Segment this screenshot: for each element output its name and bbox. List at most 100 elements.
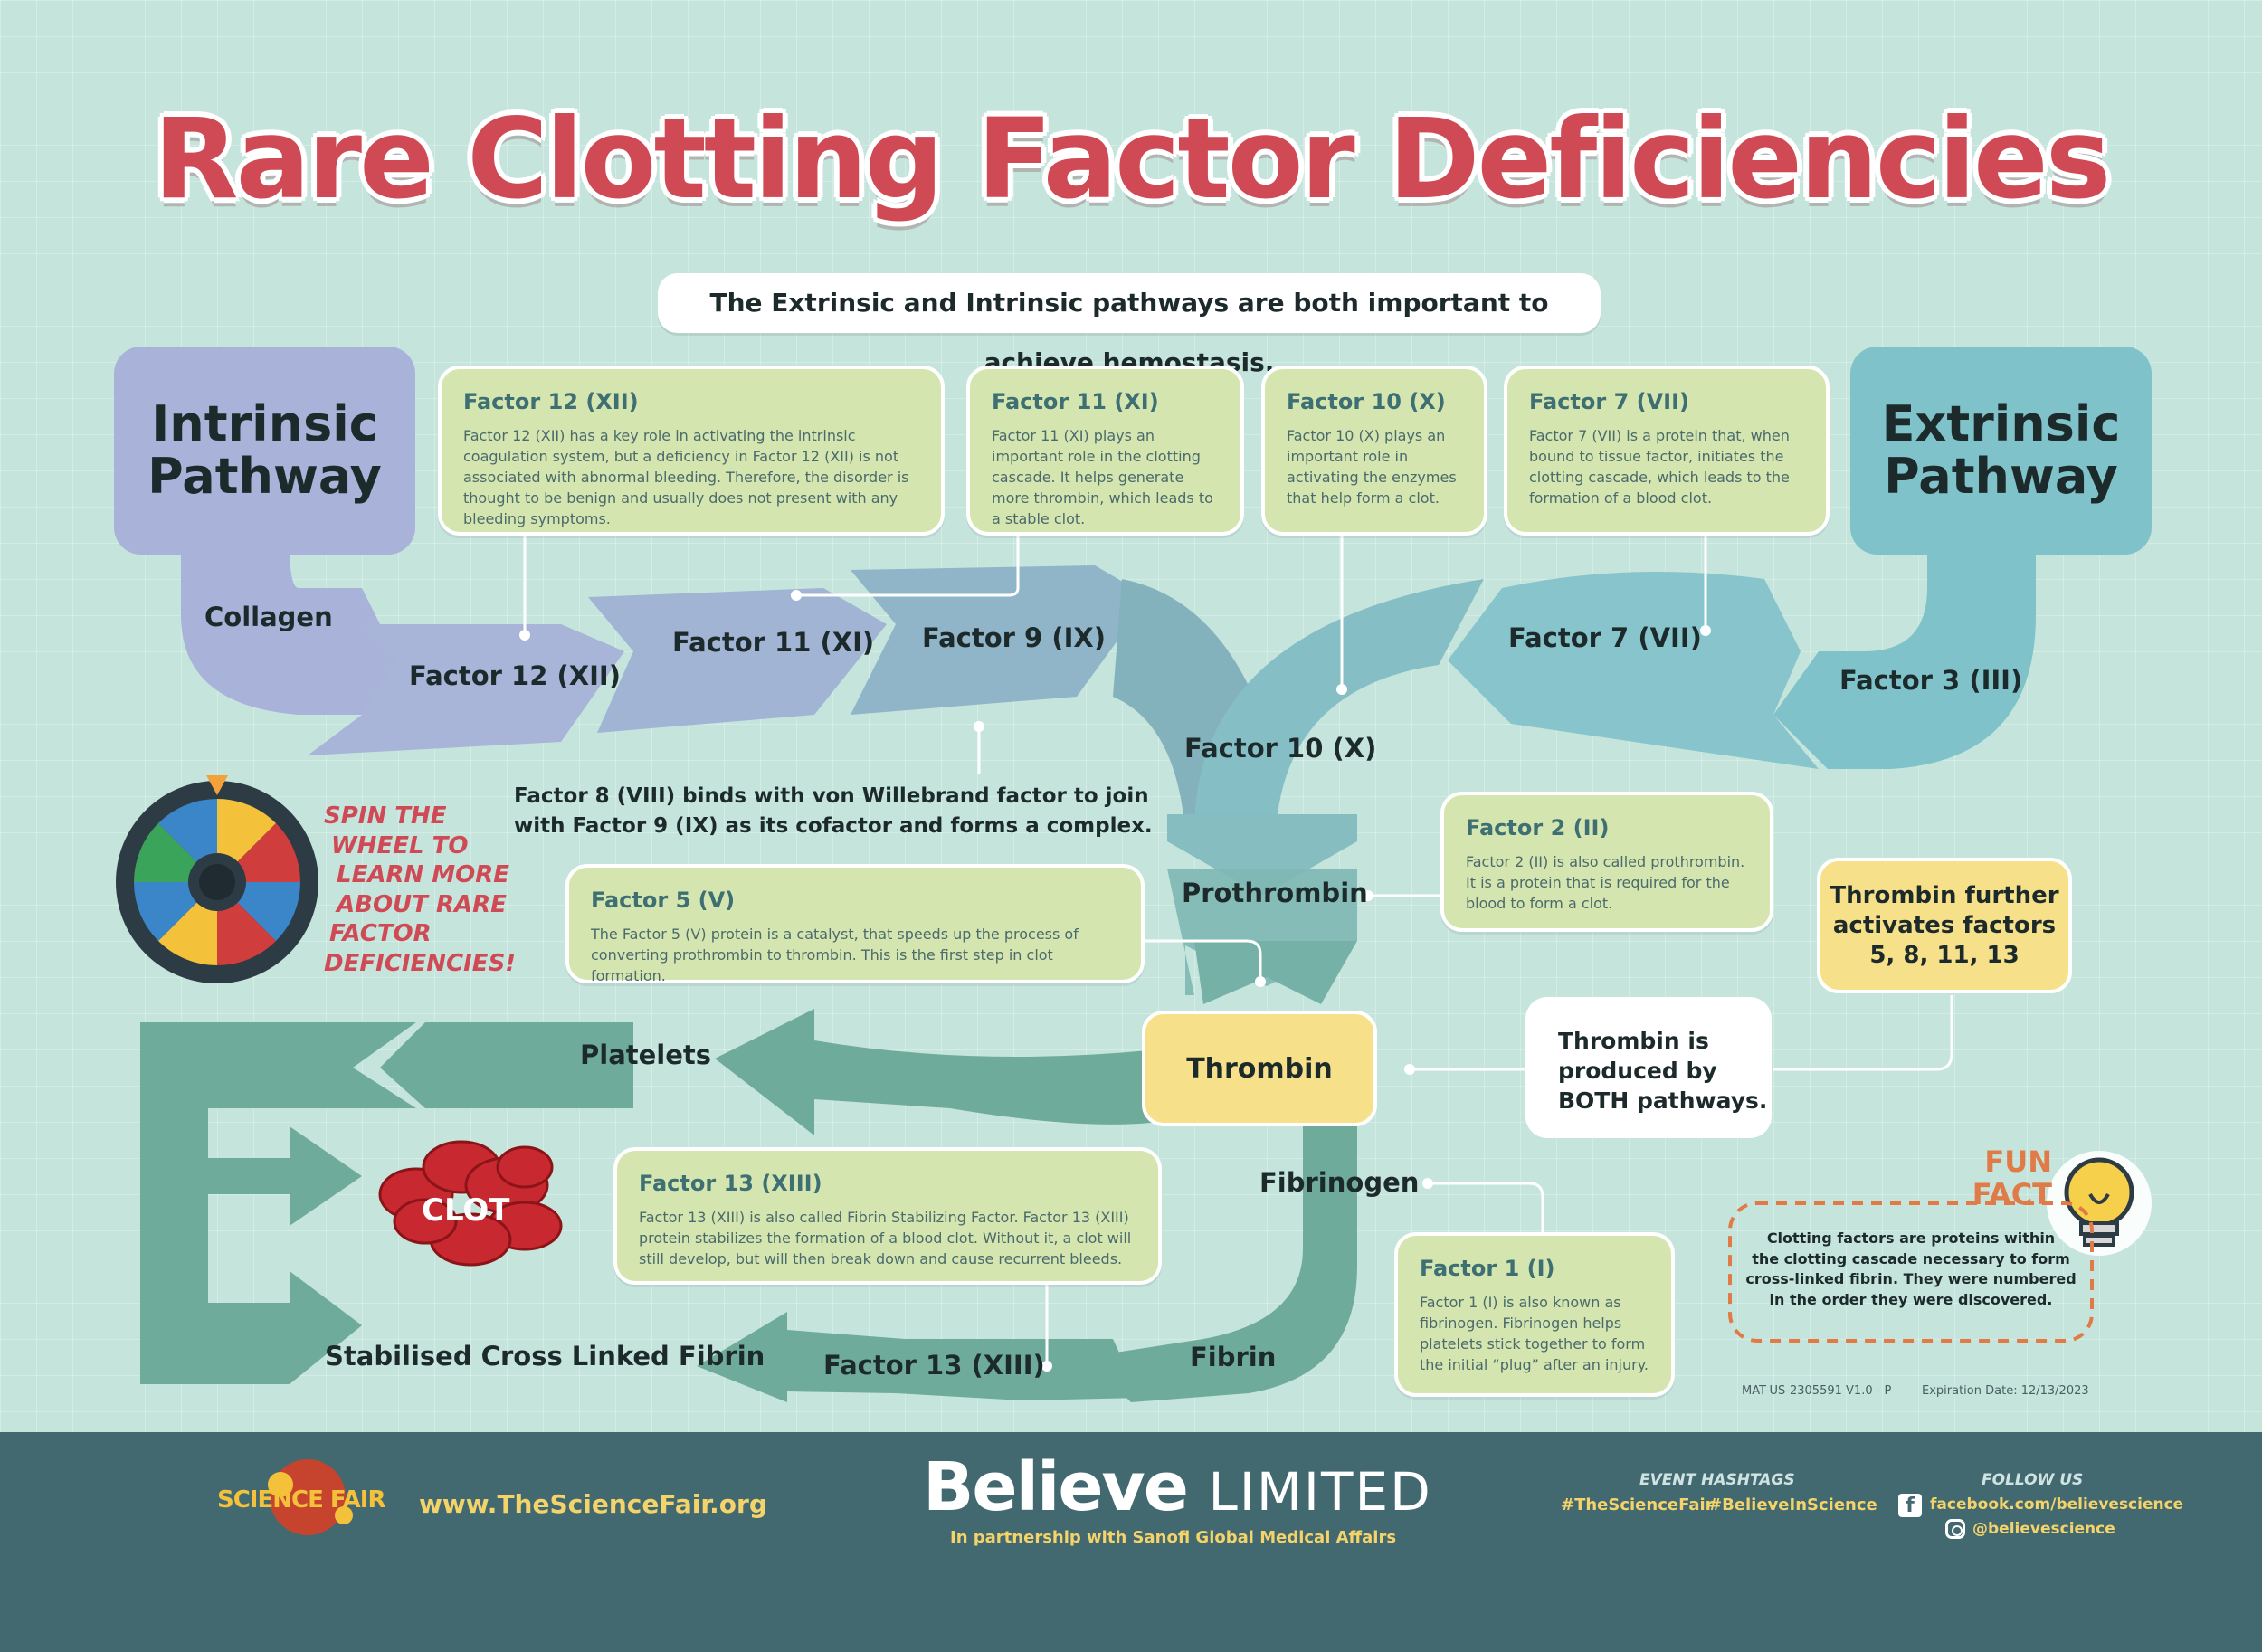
- factor10-card-title: Factor 10 (X): [1287, 389, 1446, 414]
- instagram-link[interactable]: @believescience: [1972, 1520, 2115, 1538]
- website-link[interactable]: www.TheScienceFair.org: [419, 1489, 767, 1519]
- fun-fact-line3: cross-linked fibrin. They were numbered: [1745, 1270, 2077, 1287]
- partnership-text: In partnership with Sanofi Global Medica…: [950, 1528, 1397, 1547]
- factor12-card-body: Factor 12 (XII) has a key role in activa…: [463, 427, 909, 527]
- subtitle-banner: The Extrinsic and Intrinsic pathways are…: [658, 273, 1601, 377]
- fun-fact-line2: the clotting cascade necessary to form: [1752, 1249, 2070, 1267]
- center-trunk: [1194, 941, 1357, 1004]
- believe-logo: Believe LIMITED: [923, 1448, 1432, 1526]
- intrinsic-title-line1: Intrinsic: [151, 395, 378, 452]
- page-title: Rare Clotting Factor Deficiencies: [153, 95, 2112, 223]
- left-top-arrow: [380, 1022, 633, 1108]
- factor13-flow-label: Factor 13 (XIII): [823, 1350, 1045, 1381]
- thrombin-both-line2: produced by: [1558, 1058, 1717, 1084]
- factor8-note-line2: with Factor 9 (IX) as its cofactor and f…: [514, 814, 1153, 838]
- follow-title: FOLLOW US: [1982, 1471, 2084, 1489]
- collagen-label: Collagen: [204, 602, 333, 632]
- factor8-note: Factor 8 (VIII) binds with von Willebran…: [514, 782, 1153, 841]
- intrinsic-chevron-9: [851, 565, 1149, 715]
- platelets-label: Platelets: [580, 1040, 712, 1070]
- fun-fact-border: [1728, 1201, 2094, 1343]
- factor13-card: Factor 13 (XIII) Factor 13 (XIII) is als…: [613, 1147, 1162, 1285]
- intrinsic-title-line2: Pathway: [147, 448, 382, 505]
- factor10-flow-label: Factor 10 (X): [1184, 733, 1377, 764]
- fibrin-label: Fibrin: [1190, 1342, 1277, 1372]
- factor7-card-title: Factor 7 (VII): [1529, 389, 1689, 414]
- factor5-card-title: Factor 5 (V): [591, 888, 736, 913]
- center-chevron-10: [1167, 814, 1357, 896]
- thrombin-both-line1: Thrombin is: [1558, 1028, 1709, 1054]
- spin-line-4: ABOUT RARE: [337, 890, 507, 918]
- cascade-flow-diagram: [116, 507, 2152, 1402]
- expiration-date: Expiration Date: 12/13/2023: [1922, 1384, 2089, 1398]
- thrombin-both-box: Thrombin is produced by BOTH pathways.: [1525, 997, 1772, 1138]
- thrombin-box: Thrombin: [1142, 1011, 1377, 1126]
- left-output-frame: [140, 1022, 416, 1384]
- factor12-card: Factor 12 (XII) Factor 12 (XII) has a ke…: [438, 366, 945, 536]
- thrombin-further-line1: Thrombin further: [1830, 881, 2059, 909]
- factor10-card-body: Factor 10 (X) plays an important role in…: [1287, 427, 1457, 507]
- connector-lines: [523, 534, 1953, 1364]
- thrombin-further-line2: activates factors: [1832, 911, 2057, 939]
- factor7-card-body: Factor 7 (VII) is a protein that, when b…: [1529, 427, 1790, 507]
- factor3-flow-label: Factor 3 (III): [1839, 665, 2023, 696]
- clot-label: CLOT: [422, 1192, 510, 1229]
- intrinsic-pathway-box: Intrinsic Pathway: [114, 347, 415, 555]
- factor10-card: Factor 10 (X) Factor 10 (X) plays an imp…: [1261, 366, 1487, 536]
- spin-line-6: DEFICIENCIES!: [324, 949, 517, 977]
- extrinsic-chevron-7: [1448, 572, 1819, 769]
- stabilised-fibrin-label: Stabilised Cross Linked Fibrin: [325, 1341, 765, 1372]
- spin-line-5: FACTOR: [329, 920, 432, 947]
- factor12-flow-label: Factor 12 (XII): [409, 660, 621, 691]
- extrinsic-curve: [1194, 579, 1484, 832]
- extrinsic-flow-stem: [1773, 525, 2036, 769]
- factor9-flow-label: Factor 9 (IX): [922, 622, 1106, 653]
- thrombin-further-box: Thrombin further activates factors 5, 8,…: [1817, 858, 2072, 993]
- brand-light: LIMITED: [1208, 1461, 1432, 1523]
- connector-dots: [519, 590, 1711, 1372]
- spin-line-2: WHEEL TO: [331, 831, 469, 859]
- spin-line-3: LEARN MORE: [337, 861, 510, 888]
- factor13-card-body: Factor 13 (XIII) is also called Fibrin S…: [639, 1209, 1132, 1267]
- hashtags-title: EVENT HASHTAGS: [1639, 1471, 1795, 1489]
- facebook-icon[interactable]: f: [1898, 1494, 1922, 1517]
- hashtag-2[interactable]: #BelieveInScience: [1708, 1495, 1877, 1514]
- intrinsic-chevron-12: [308, 624, 624, 755]
- factor13-arrow: [697, 1312, 1140, 1402]
- intrinsic-chevron-11: [588, 588, 887, 733]
- thrombin-further-line3: 5, 8, 11, 13: [1869, 941, 2020, 969]
- intrinsic-flow-stem: [181, 507, 398, 715]
- thrombin-platelets-arrow: [715, 1009, 1158, 1135]
- factor11-card-title: Factor 11 (XI): [992, 389, 1159, 414]
- science-fair-logo-text: SCIENCE FAIR: [217, 1486, 385, 1514]
- thrombin-both-line3: BOTH pathways.: [1558, 1087, 1768, 1114]
- fun-fact-line4: in the order they were discovered.: [1769, 1290, 2053, 1308]
- factor2-card-body: Factor 2 (II) is also called prothrombin…: [1466, 853, 1745, 912]
- factor5-card: Factor 5 (V) The Factor 5 (V) protein is…: [566, 864, 1145, 984]
- factor7-card: Factor 7 (VII) Factor 7 (VII) is a prote…: [1504, 366, 1830, 536]
- fun-fact-label-2: FACT: [1972, 1177, 2052, 1211]
- factor8-note-line1: Factor 8 (VIII) binds with von Willebran…: [514, 784, 1149, 808]
- factor1-card-body: Factor 1 (I) is also known as fibrinogen…: [1420, 1294, 1649, 1373]
- factor1-card-title: Factor 1 (I): [1420, 1256, 1555, 1281]
- spin-line-1: SPIN THE: [324, 802, 447, 830]
- hashtag-1[interactable]: #TheScienceFair: [1561, 1495, 1714, 1514]
- spin-wheel-prompt: SPIN THE WHEEL TO LEARN MORE ABOUT RARE …: [324, 802, 516, 978]
- factor7-flow-label: Factor 7 (VII): [1508, 622, 1702, 653]
- fun-fact-text: Clotting factors are proteins within the…: [1730, 1229, 2092, 1310]
- science-fair-logo: [268, 1459, 353, 1535]
- facebook-link[interactable]: facebook.com/believescience: [1930, 1495, 2184, 1514]
- fun-fact-label-1: FUN: [1984, 1144, 2052, 1179]
- factor12-card-title: Factor 12 (XII): [463, 389, 639, 414]
- fibrinogen-label: Fibrinogen: [1259, 1167, 1420, 1198]
- spin-wheel-icon: [116, 775, 318, 983]
- prothrombin-label: Prothrombin: [1182, 878, 1368, 908]
- material-code: MAT-US-2305591 V1.0 - P: [1742, 1384, 1892, 1398]
- fun-fact-line1: Clotting factors are proteins within: [1766, 1230, 2056, 1247]
- factor11-flow-label: Factor 11 (XI): [672, 627, 875, 658]
- factor1-card: Factor 1 (I) Factor 1 (I) is also known …: [1394, 1232, 1675, 1397]
- brand-bold: Believe: [923, 1448, 1189, 1526]
- extrinsic-title-line2: Pathway: [1884, 448, 2118, 505]
- instagram-icon[interactable]: [1945, 1519, 1965, 1539]
- fibrinogen-trunk: [1086, 1113, 1357, 1402]
